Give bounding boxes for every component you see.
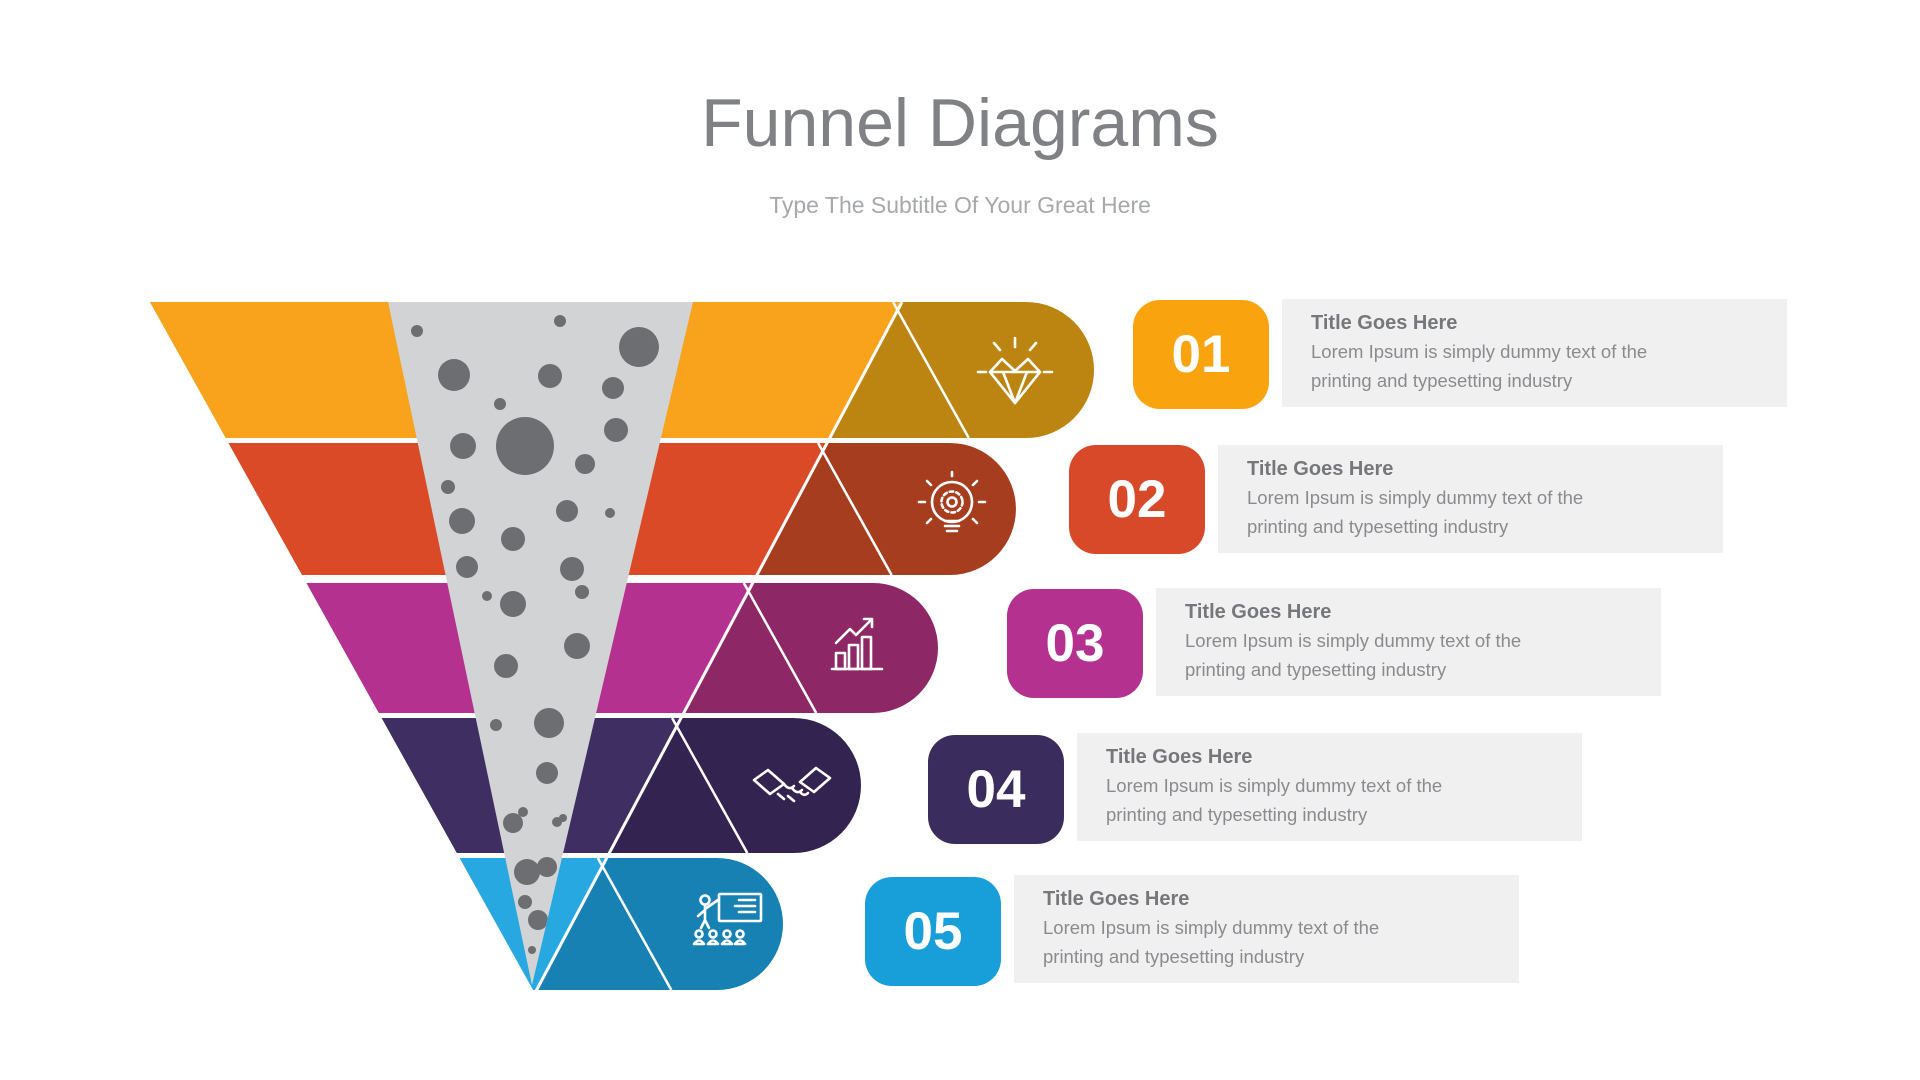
stage-body-line: Lorem Ipsum is simply dummy text of the — [1043, 917, 1380, 938]
funnel-gray-triangle — [388, 302, 693, 985]
stage-body-line: Lorem Ipsum is simply dummy text of the — [1185, 630, 1522, 651]
cap-slit-5 — [596, 857, 673, 991]
cap-slit-4 — [671, 717, 749, 854]
stage-info-panel-3: Title Goes Here Lorem Ipsum is simply du… — [1156, 588, 1661, 696]
stage-number-box-5: 05 — [865, 877, 1001, 986]
stage-body-line: printing and typesetting industry — [1106, 804, 1368, 825]
stage-number: 05 — [903, 902, 963, 961]
stage-body-line: printing and typesetting industry — [1185, 659, 1447, 680]
handshake-icon — [752, 766, 832, 803]
stage-body-line: Lorem Ipsum is simply dummy text of the — [1311, 341, 1648, 362]
stage-number-box-2: 02 — [1069, 445, 1205, 554]
stage-body-line: printing and typesetting industry — [1247, 516, 1509, 537]
cap-slit-2 — [817, 442, 893, 576]
stage-info-panel-2: Title Goes Here Lorem Ipsum is simply du… — [1218, 445, 1723, 553]
stage-number-box-3: 03 — [1007, 589, 1143, 698]
stage-info-panel-1: Title Goes Here Lorem Ipsum is simply du… — [1282, 299, 1787, 407]
stage-body-line: Lorem Ipsum is simply dummy text of the — [1106, 775, 1443, 796]
stage-number-box-4: 04 — [928, 735, 1064, 844]
gear-bulb-icon — [917, 470, 987, 533]
page-title: Funnel Diagrams — [701, 85, 1219, 161]
presentation-icon — [692, 892, 763, 946]
stage-title: Title Goes Here — [1106, 746, 1253, 768]
stage-body-line: printing and typesetting industry — [1043, 946, 1305, 967]
shadow-divider-line — [533, 301, 904, 994]
cap-slit-1 — [891, 301, 970, 439]
stage-number: 02 — [1107, 470, 1167, 529]
funnel-bubbles — [411, 315, 659, 954]
stage-body-line: Lorem Ipsum is simply dummy text of the — [1247, 487, 1584, 508]
stage-number: 03 — [1045, 614, 1105, 673]
stage-title: Title Goes Here — [1043, 888, 1190, 910]
cap-slit-3 — [742, 582, 818, 714]
stage-info-panel-4: Title Goes Here Lorem Ipsum is simply du… — [1077, 733, 1582, 841]
funnel-dividers — [533, 301, 970, 994]
page-subtitle: Type The Subtitle Of Your Great Here — [769, 192, 1151, 218]
stage-body-line: printing and typesetting industry — [1311, 370, 1573, 391]
stage-title: Title Goes Here — [1247, 458, 1394, 480]
stage-number: 01 — [1171, 325, 1231, 384]
stage-title: Title Goes Here — [1311, 312, 1458, 334]
stage-number-box-1: 01 — [1133, 300, 1269, 409]
stage-number: 04 — [966, 760, 1026, 819]
stage-title: Title Goes Here — [1185, 601, 1332, 623]
diamond-icon — [976, 336, 1054, 405]
stage-info-panel-5: Title Goes Here Lorem Ipsum is simply du… — [1014, 875, 1519, 983]
growth-chart-icon — [830, 617, 884, 671]
